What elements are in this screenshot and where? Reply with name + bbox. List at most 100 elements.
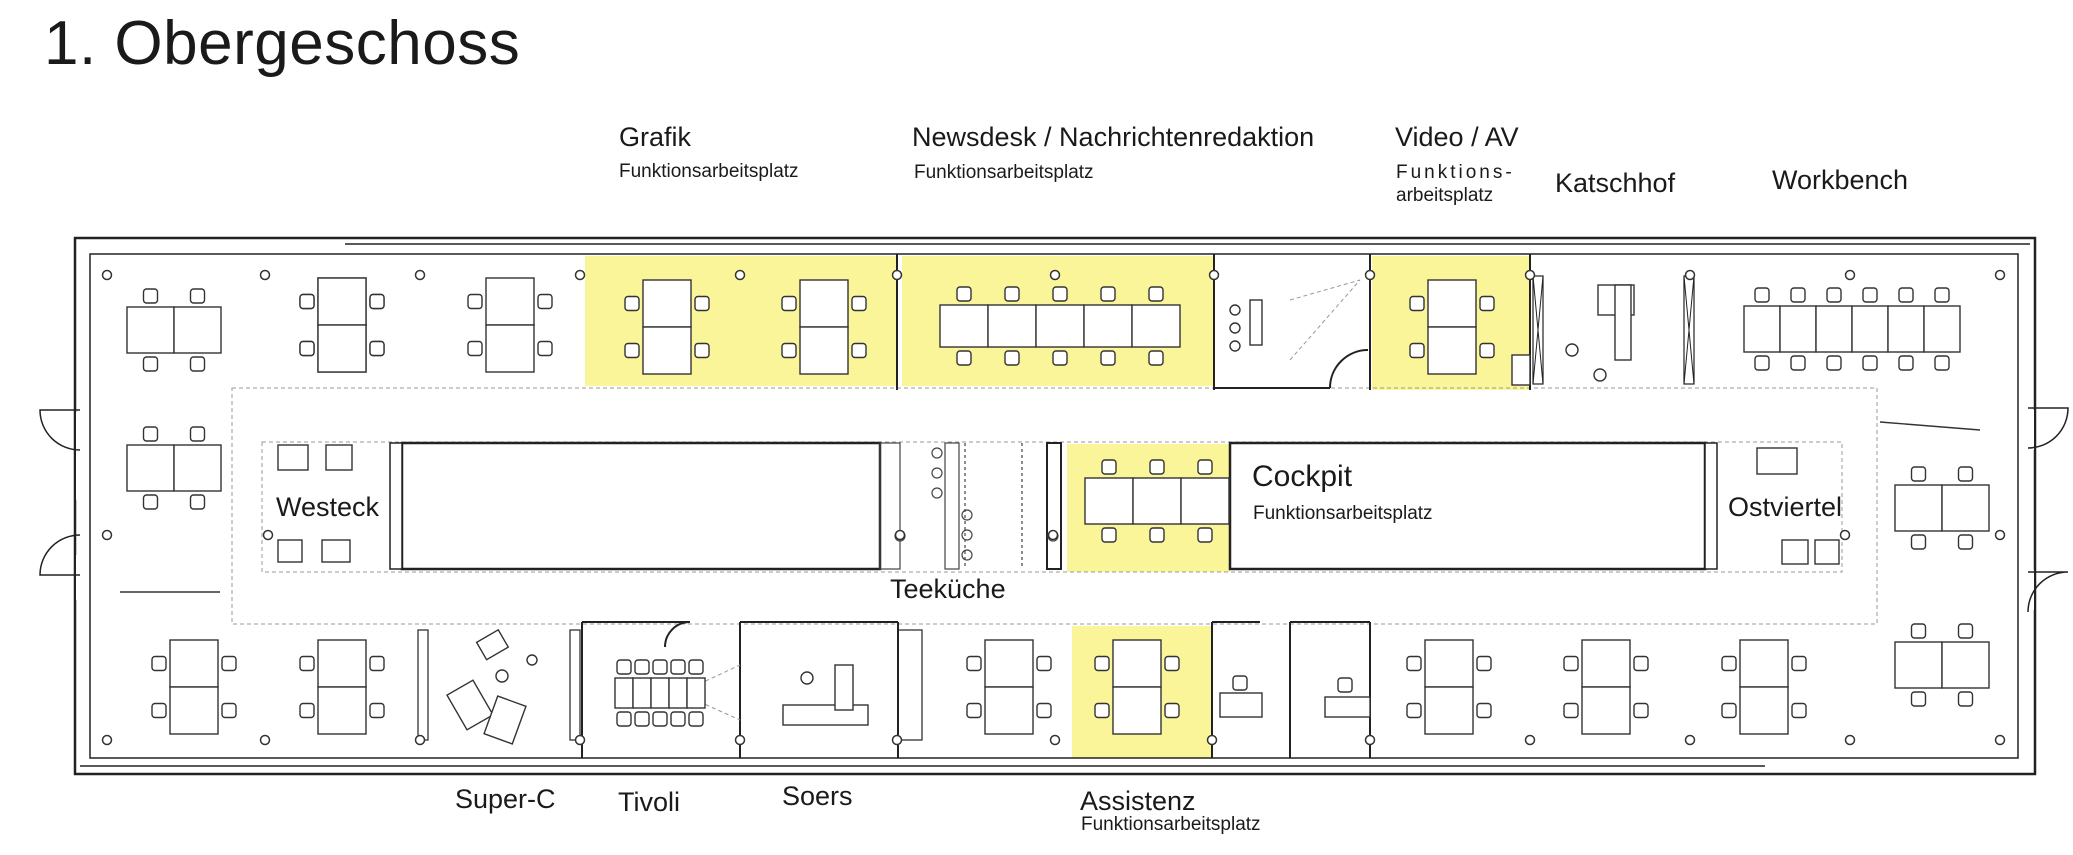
- chair: [1094, 655, 1110, 672]
- chair: [142, 426, 159, 442]
- chair: [299, 340, 315, 357]
- chair: [1052, 350, 1068, 366]
- stool: [1593, 368, 1607, 382]
- desk: [317, 686, 367, 735]
- chair: [1826, 355, 1842, 371]
- core-zone: [231, 387, 1878, 625]
- desk: [317, 277, 367, 326]
- room-sublabel-video-line2: arbeitsplatz: [1396, 185, 1494, 206]
- desk: [650, 677, 670, 709]
- chair: [1036, 655, 1052, 672]
- column: [1047, 529, 1059, 541]
- desk: [984, 686, 1034, 735]
- chair: [1409, 295, 1425, 312]
- column: [259, 734, 271, 746]
- chair: [1633, 702, 1649, 719]
- desk-cluster: [1563, 639, 1649, 735]
- room-sublabel-video-line1: Funktions-: [1396, 162, 1515, 183]
- desk-cluster: [299, 639, 385, 735]
- chair: [142, 494, 159, 510]
- chair: [1004, 286, 1020, 302]
- desk: [642, 279, 692, 328]
- column: [734, 734, 746, 746]
- chair: [616, 711, 632, 727]
- chair: [1337, 677, 1353, 693]
- chair: [966, 702, 982, 719]
- desk: [1851, 305, 1889, 353]
- chair: [1957, 691, 1974, 707]
- chair: [1148, 286, 1164, 302]
- chair: [1957, 466, 1974, 482]
- chair: [1862, 355, 1878, 371]
- chair: [1791, 702, 1807, 719]
- chair: [369, 293, 385, 310]
- chair: [1479, 295, 1495, 312]
- column: [1049, 734, 1061, 746]
- armchair: [277, 539, 303, 563]
- desk: [485, 324, 535, 373]
- stool: [1229, 340, 1241, 352]
- chair: [1790, 355, 1806, 371]
- chair: [1052, 286, 1068, 302]
- column: [1839, 529, 1851, 541]
- chair: [369, 702, 385, 719]
- desk: [1739, 639, 1789, 688]
- desk-cluster: [299, 277, 385, 373]
- chair: [467, 340, 483, 357]
- desk-cluster: [126, 426, 222, 510]
- kitchen-details: [879, 442, 1059, 570]
- room-label-tivoli: Tivoli: [618, 787, 681, 817]
- columns: [101, 269, 2006, 746]
- chair: [1957, 534, 1974, 550]
- chair: [624, 342, 640, 359]
- chair: [1004, 350, 1020, 366]
- desk: [1779, 305, 1817, 353]
- room-label-westeck: Westeck: [276, 492, 380, 522]
- chair: [1790, 287, 1806, 303]
- bench: [1879, 421, 1981, 431]
- chair: [221, 655, 237, 672]
- chair: [1101, 459, 1117, 475]
- desk-cluster: [126, 288, 222, 372]
- chair: [1910, 691, 1927, 707]
- column: [1844, 734, 1856, 746]
- column: [891, 734, 903, 746]
- room-label-video: Video / AV: [1395, 122, 1519, 152]
- chair: [221, 702, 237, 719]
- chair: [1479, 342, 1495, 359]
- chair: [1100, 286, 1116, 302]
- chair: [688, 659, 704, 675]
- desk-cluster: [151, 639, 237, 735]
- cabinet: [1511, 354, 1531, 386]
- desk: [1614, 284, 1632, 361]
- room-label-grafik: Grafik: [619, 122, 692, 152]
- desk: [642, 326, 692, 375]
- chair: [1957, 623, 1974, 639]
- desk: [1581, 639, 1631, 688]
- desk-cluster: [781, 279, 867, 375]
- chair: [966, 655, 982, 672]
- desk: [1035, 304, 1085, 348]
- desk: [126, 306, 175, 354]
- chair: [299, 293, 315, 310]
- desk: [173, 444, 222, 492]
- column: [894, 529, 906, 541]
- stool: [1229, 322, 1241, 334]
- chair: [1791, 655, 1807, 672]
- sofa: [483, 695, 527, 745]
- desk: [1743, 305, 1781, 353]
- column: [1206, 734, 1218, 746]
- armchair: [1756, 447, 1798, 475]
- chair: [1164, 702, 1180, 719]
- desk: [686, 677, 706, 709]
- column: [1994, 529, 2006, 541]
- room-sublabel-newsdesk: Funktionsarbeitsplatz: [914, 162, 1094, 183]
- room-sublabel-grafik: Funktionsarbeitsplatz: [619, 161, 799, 182]
- room-label-ostviertel: Ostviertel: [1728, 492, 1843, 522]
- chair: [1910, 466, 1927, 482]
- chair: [1563, 655, 1579, 672]
- desk-cluster: [1406, 639, 1492, 735]
- chair: [1754, 287, 1770, 303]
- table: [526, 654, 538, 666]
- chair: [1409, 342, 1425, 359]
